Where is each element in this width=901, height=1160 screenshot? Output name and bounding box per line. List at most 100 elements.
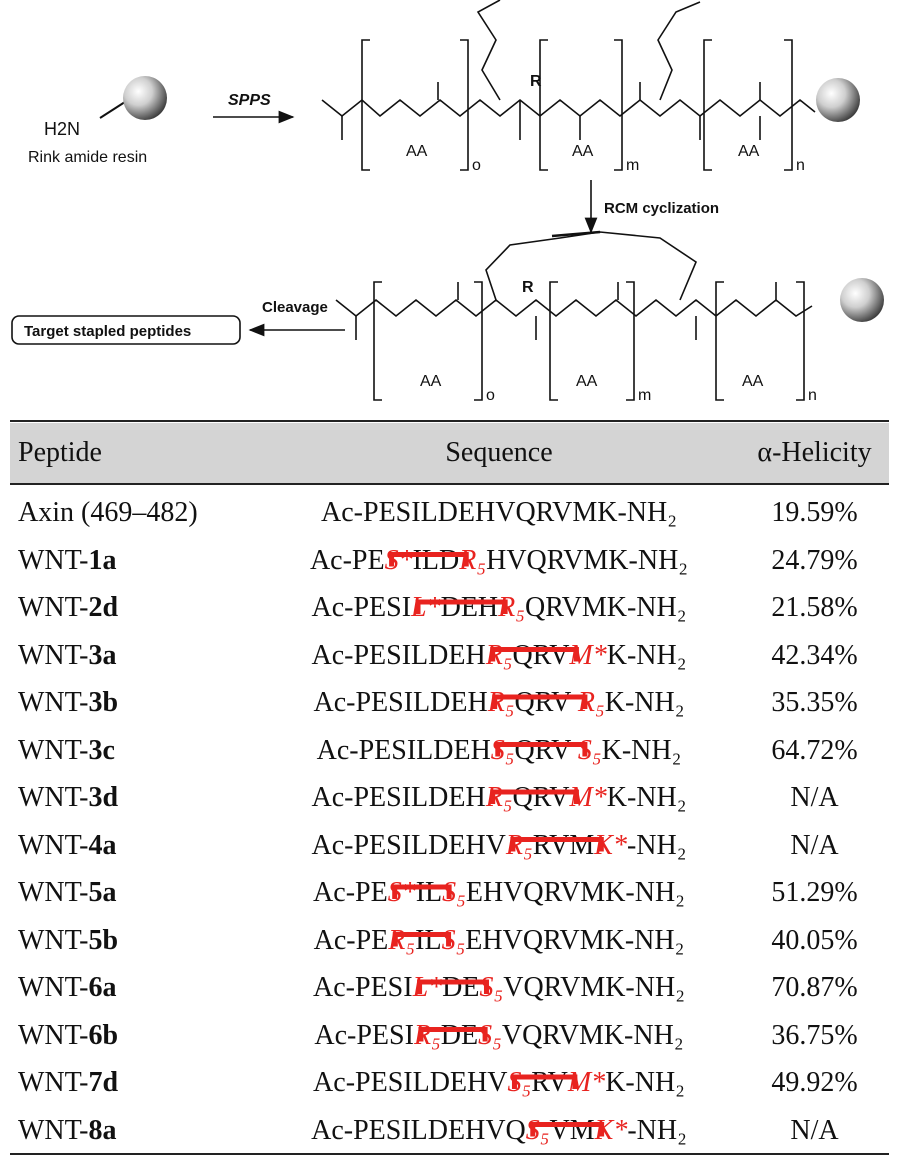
rcm-label: RCM cyclization [604,200,719,217]
helicity-value: 21.58% [771,592,858,623]
peptide-name-prefix: WNT- [18,877,89,908]
linear-peptide-structure [321,0,816,171]
peptide-sequence: Ac-PESIR₅DES₅VQRVMK-NH₂ [314,1019,684,1051]
aa-label: AA [572,143,594,160]
product-box [11,315,241,345]
peptide-name: WNT-7d [18,1058,258,1108]
peptide-sequence: Ac-PESIL*DEHR₅QRVMK-NH₂ [311,592,687,623]
aa-label: AA [576,373,598,390]
helicity-value: 36.75% [771,1019,858,1051]
peptide-sequence: Ac-PESIL*DES₅VQRVMK-NH₂ [313,972,685,1003]
peptide-name: WNT-5b [18,916,258,966]
peptide-name: WNT-6a [18,963,258,1013]
aa-label: AA [406,143,428,160]
peptide-name: WNT-3d [18,773,258,823]
helicity-table: Peptide Sequence α-Helicity Axin (469–48… [10,420,889,1155]
peptide-name: Axin (469–482) [18,488,258,538]
table-header-rule [10,483,889,485]
helicity-value: 42.34% [771,639,858,671]
stapled-peptide-structure [335,230,813,401]
resin-amine: H2N [44,119,80,139]
peptide-name-id: 3a [88,639,117,671]
peptide-name-prefix: WNT- [18,639,89,671]
resin-bead-icon [840,278,884,322]
aa-label: AA [738,143,760,160]
resin-label: Rink amide resin [28,149,147,166]
table-row: WNT-7d Ac-PESILDEHVS₅RVM*K-NH₂ 49.92% [10,1058,889,1108]
peptide-name-prefix: WNT- [18,1067,89,1098]
peptide-name-prefix: WNT- [18,782,89,813]
helicity-value: N/A [790,1114,839,1146]
subscript-o: o [472,157,481,174]
peptide-sequence: Ac-PES*ILS₅EHVQRVMK-NH₂ [313,877,685,908]
helicity-value: 40.05% [771,924,858,956]
subscript-o: o [486,387,495,404]
table-row: WNT-3c Ac-PESILDEHS₅QRV S₅K-NH₂ 64.72% [10,726,889,776]
peptide-name-prefix: WNT- [18,924,89,956]
peptide-name-id: 6a [88,972,117,1003]
peptide-name-id: 7d [88,1067,119,1098]
peptide-sequence: Ac-PESILDEHVS₅RVM*K-NH₂ [313,1067,685,1098]
resin-bead-icon [816,78,860,122]
resin-bead-icon [123,76,167,120]
synthesis-scheme: H2N Rink amide resin SPPS R AA AA AA o m… [11,0,884,404]
helicity-value: 24.79% [771,544,858,576]
peptide-sequence: Ac-PESILDEHVQS₅VMK*-NH₂ [311,1114,687,1146]
helicity-value: 51.29% [771,877,858,908]
peptide-name-id: 3c [88,734,115,766]
peptide-sequence: Ac-PESILDEHS₅QRV S₅K-NH₂ [316,734,682,766]
peptide-name-id: 6b [88,1019,119,1051]
header-peptide: Peptide [18,437,102,468]
helicity-value: 49.92% [771,1067,858,1098]
peptide-sequence: Ac-PER₅ILS₅EHVQRVMK-NH₂ [313,924,685,956]
peptide-sequence: Ac-PESILDEHR₅QRVM*K-NH₂ [311,782,687,813]
helicity-value: N/A [790,782,839,813]
table-row: WNT-2d Ac-PESIL*DEHR₅QRVMK-NH₂ 21.58% [10,583,889,633]
peptide-name-id: 8a [88,1114,117,1146]
peptide-name-id: 5a [88,877,117,908]
peptide-name: WNT-2d [18,583,258,633]
peptide-name: WNT-1a [18,536,258,586]
r-label: R [530,73,542,90]
resin-start: H2N Rink amide resin [28,76,167,166]
product-box-label: Target stapled peptides [24,323,191,340]
peptide-name: WNT-8a [18,1106,258,1156]
peptide-name: WNT-3a [18,631,258,681]
peptide-name-id: 3d [88,782,119,813]
table-bottom-rule [10,1153,889,1155]
peptide-sequence: Ac-PESILDEHVR₅RVMK*-NH₂ [311,829,687,861]
subscript-m: m [626,157,639,174]
cleavage-label: Cleavage [262,299,328,316]
peptide-name-id: 5b [88,924,119,956]
helicity-value: 64.72% [771,734,858,766]
peptide-name-id: 4a [88,829,117,861]
subscript-n: n [808,387,817,404]
peptide-name-prefix: WNT- [18,544,89,576]
peptide-name: WNT-6b [18,1011,258,1061]
helicity-value: 70.87% [771,972,858,1003]
peptide-name: WNT-4a [18,821,258,871]
peptide-name: WNT-5a [18,868,258,918]
helicity-value: 19.59% [771,497,858,528]
peptide-name-id: 3b [88,687,119,718]
subscript-m: m [638,387,651,404]
peptide-name-prefix: WNT- [18,972,89,1003]
table-header-band [10,423,889,483]
peptide-sequence: Ac-PESILDEHR₅QRV R₅K-NH₂ [313,687,685,718]
table-row: WNT-6a Ac-PESIL*DES₅VQRVMK-NH₂ 70.87% [10,963,889,1013]
peptide-name: WNT-3c [18,726,258,776]
peptide-name: WNT-3b [18,678,258,728]
header-helicity: α-Helicity [757,437,872,468]
table-row: WNT-5a Ac-PES*ILS₅EHVQRVMK-NH₂ 51.29% [10,868,889,918]
r-label: R [522,279,534,296]
peptide-sequence: Ac-PES*ILDR₅HVQRVMK-NH₂ [309,544,689,576]
table-row: WNT-6b Ac-PESIR₅DES₅VQRVMK-NH₂ 36.75% [10,1011,889,1061]
peptide-name-id: 2d [88,592,119,623]
peptide-name-prefix: WNT- [18,829,89,861]
aa-label: AA [420,373,442,390]
peptide-name-id: 1a [88,544,117,576]
